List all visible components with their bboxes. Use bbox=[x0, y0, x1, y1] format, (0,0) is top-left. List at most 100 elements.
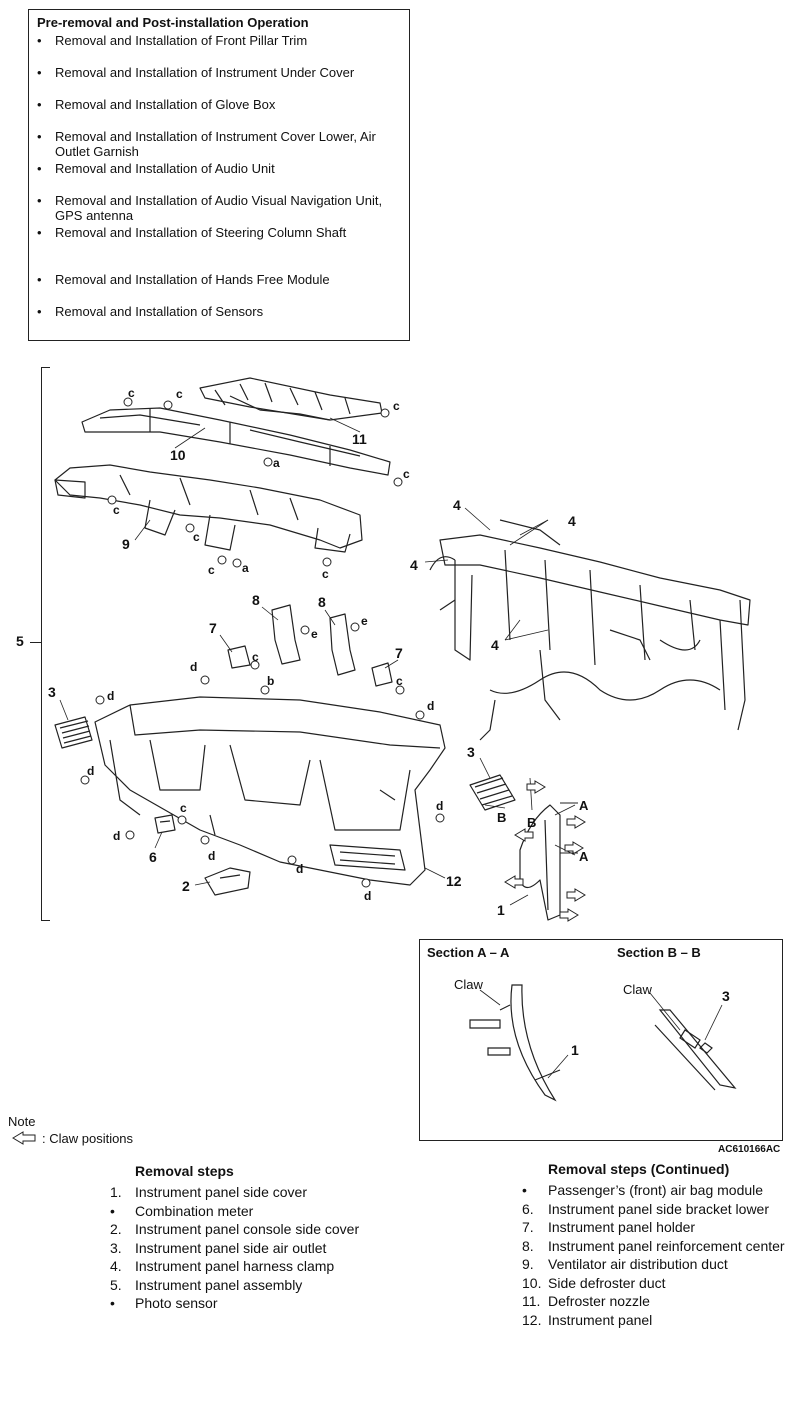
callout-10: 10 bbox=[170, 447, 186, 463]
pre-removal-item: • Removal and Installation of Audio Unit bbox=[37, 161, 397, 176]
step-number: 11. bbox=[522, 1293, 541, 1309]
fastener-d: d bbox=[190, 660, 197, 674]
fastener-a: a bbox=[242, 561, 249, 575]
clip-icon bbox=[200, 675, 210, 685]
clip-icon bbox=[217, 555, 227, 565]
clip-icon bbox=[163, 400, 173, 410]
clip-icon bbox=[185, 523, 195, 533]
fastener-c: c bbox=[128, 386, 135, 400]
step-text: Instrument panel holder bbox=[548, 1219, 696, 1235]
bullet: • bbox=[37, 129, 42, 144]
step-text: Side defroster duct bbox=[548, 1274, 666, 1291]
removal-steps-continued-title: Removal steps (Continued) bbox=[548, 1161, 730, 1177]
pre-removal-item: • Removal and Installation of Audio Visua… bbox=[37, 193, 407, 223]
clip-icon bbox=[361, 878, 371, 888]
step-row: 2.Instrument panel console side cover bbox=[110, 1220, 410, 1239]
note-title: Note bbox=[8, 1114, 36, 1129]
reinforcement-center-left bbox=[271, 604, 301, 665]
pre-removal-item-text: Removal and Installation of Audio Unit bbox=[55, 161, 275, 176]
step-row: 4.Instrument panel harness clamp bbox=[110, 1257, 410, 1276]
pre-removal-item-text: Removal and Installation of Instrument U… bbox=[55, 65, 355, 80]
bullet: • bbox=[37, 161, 42, 176]
step-number: 9. bbox=[522, 1256, 534, 1272]
pre-removal-item: • Removal and Installation of Front Pilla… bbox=[37, 33, 397, 48]
pre-removal-box: Pre-removal and Post-installation Operat… bbox=[28, 9, 410, 341]
bullet: • bbox=[37, 193, 42, 208]
pre-removal-item: •Removal and Installation of Instrument … bbox=[37, 65, 397, 80]
defroster-nozzle-part bbox=[199, 377, 383, 421]
fastener-a: a bbox=[273, 456, 280, 470]
pre-removal-title: Pre-removal and Post-installation Operat… bbox=[37, 15, 309, 30]
section-a-part-number: 1 bbox=[571, 1042, 579, 1058]
step-row: 5.Instrument panel assembly bbox=[110, 1276, 410, 1295]
fastener-d: d bbox=[364, 889, 371, 903]
step-row: 11. Defroster nozzle bbox=[522, 1292, 794, 1311]
clip-icon bbox=[107, 495, 117, 505]
side-air-outlet-right bbox=[469, 774, 516, 811]
pre-removal-item-text: Removal and Installation of Audio Visual… bbox=[55, 193, 383, 223]
callout-3: 3 bbox=[467, 744, 475, 760]
claw-legend-text: : Claw positions bbox=[42, 1131, 134, 1146]
callout-4: 4 bbox=[491, 637, 499, 653]
reinforcement-center-right bbox=[329, 613, 356, 676]
clip-icon bbox=[322, 557, 332, 567]
pre-removal-item: •Removal and Installation of Instrument … bbox=[37, 129, 392, 159]
fastener-c: c bbox=[252, 650, 259, 664]
step-number: • bbox=[110, 1295, 115, 1311]
instrument-panel-part bbox=[94, 696, 446, 886]
ventilator-duct-part bbox=[54, 464, 363, 553]
step-number: 6. bbox=[522, 1200, 534, 1217]
fastener-d: d bbox=[436, 799, 443, 813]
clip-icon bbox=[393, 477, 403, 487]
pre-removal-item-text: Removal and Installation of Front Pillar… bbox=[55, 33, 308, 48]
step-row: • Photo sensor bbox=[110, 1294, 410, 1313]
pre-removal-item: •Removal and Installation of Sensors bbox=[37, 304, 397, 319]
callout-4: 4 bbox=[568, 513, 576, 529]
callout-7: 7 bbox=[395, 645, 403, 661]
side-bracket-lower-part bbox=[154, 814, 176, 834]
bullet: • bbox=[37, 225, 42, 240]
pre-removal-item-text: Removal and Installation of Hands Free M… bbox=[55, 272, 330, 287]
step-row: 12.Instrument panel bbox=[522, 1311, 794, 1330]
section-b-part-number: 3 bbox=[722, 988, 730, 1004]
step-row: •Combination meter bbox=[110, 1202, 410, 1221]
clip-icon bbox=[125, 830, 135, 840]
step-text: Photo sensor bbox=[135, 1295, 218, 1311]
step-row: 8.Instrument panel reinforcement center bbox=[522, 1237, 794, 1256]
claw-label-b: Claw bbox=[623, 982, 652, 997]
clip-icon bbox=[95, 695, 105, 705]
fastener-c: c bbox=[403, 467, 410, 481]
fastener-c: c bbox=[176, 387, 183, 401]
callout-2: 2 bbox=[182, 878, 190, 894]
callout-11: 11 bbox=[352, 431, 367, 447]
section-views bbox=[469, 984, 737, 1102]
clip-icon bbox=[395, 685, 405, 695]
step-row: 7.Instrument panel holder bbox=[522, 1218, 794, 1237]
section-b-title: Section B – B bbox=[617, 945, 701, 960]
callout-7: 7 bbox=[209, 620, 217, 636]
holder-part-left bbox=[227, 645, 251, 669]
removal-steps: Removal steps 1.Instrument panel side co… bbox=[110, 1163, 410, 1313]
clip-icon bbox=[177, 815, 187, 825]
fastener-d: d bbox=[113, 829, 120, 843]
step-number: 3. bbox=[110, 1239, 122, 1256]
bullet: • bbox=[37, 33, 42, 48]
removal-steps-title: Removal steps bbox=[135, 1163, 234, 1179]
section-marker-a: A bbox=[579, 849, 589, 864]
pre-removal-item-text: Removal and Installation of Steering Col… bbox=[55, 225, 347, 240]
pre-removal-item: • Removal and Installation of Steering Co… bbox=[37, 225, 397, 240]
fastener-d: d bbox=[208, 849, 215, 863]
pre-removal-item: •Removal and Installation of Glove Box bbox=[37, 97, 397, 112]
step-text: Instrument panel harness clamp bbox=[135, 1258, 335, 1274]
step-number: 1. bbox=[110, 1184, 122, 1200]
screw-icon bbox=[260, 685, 270, 695]
fastener-c: c bbox=[322, 567, 329, 581]
step-row: •Passenger’s (front) air bag module bbox=[522, 1181, 794, 1200]
claw-arrow-icon bbox=[566, 815, 586, 829]
clip-icon bbox=[435, 813, 445, 823]
screw-icon bbox=[232, 558, 242, 568]
step-text: Instrument panel assembly bbox=[135, 1276, 303, 1293]
pre-removal-item: •Removal and Installation of Hands Free … bbox=[37, 272, 397, 287]
step-text: Defroster nozzle bbox=[548, 1293, 650, 1309]
